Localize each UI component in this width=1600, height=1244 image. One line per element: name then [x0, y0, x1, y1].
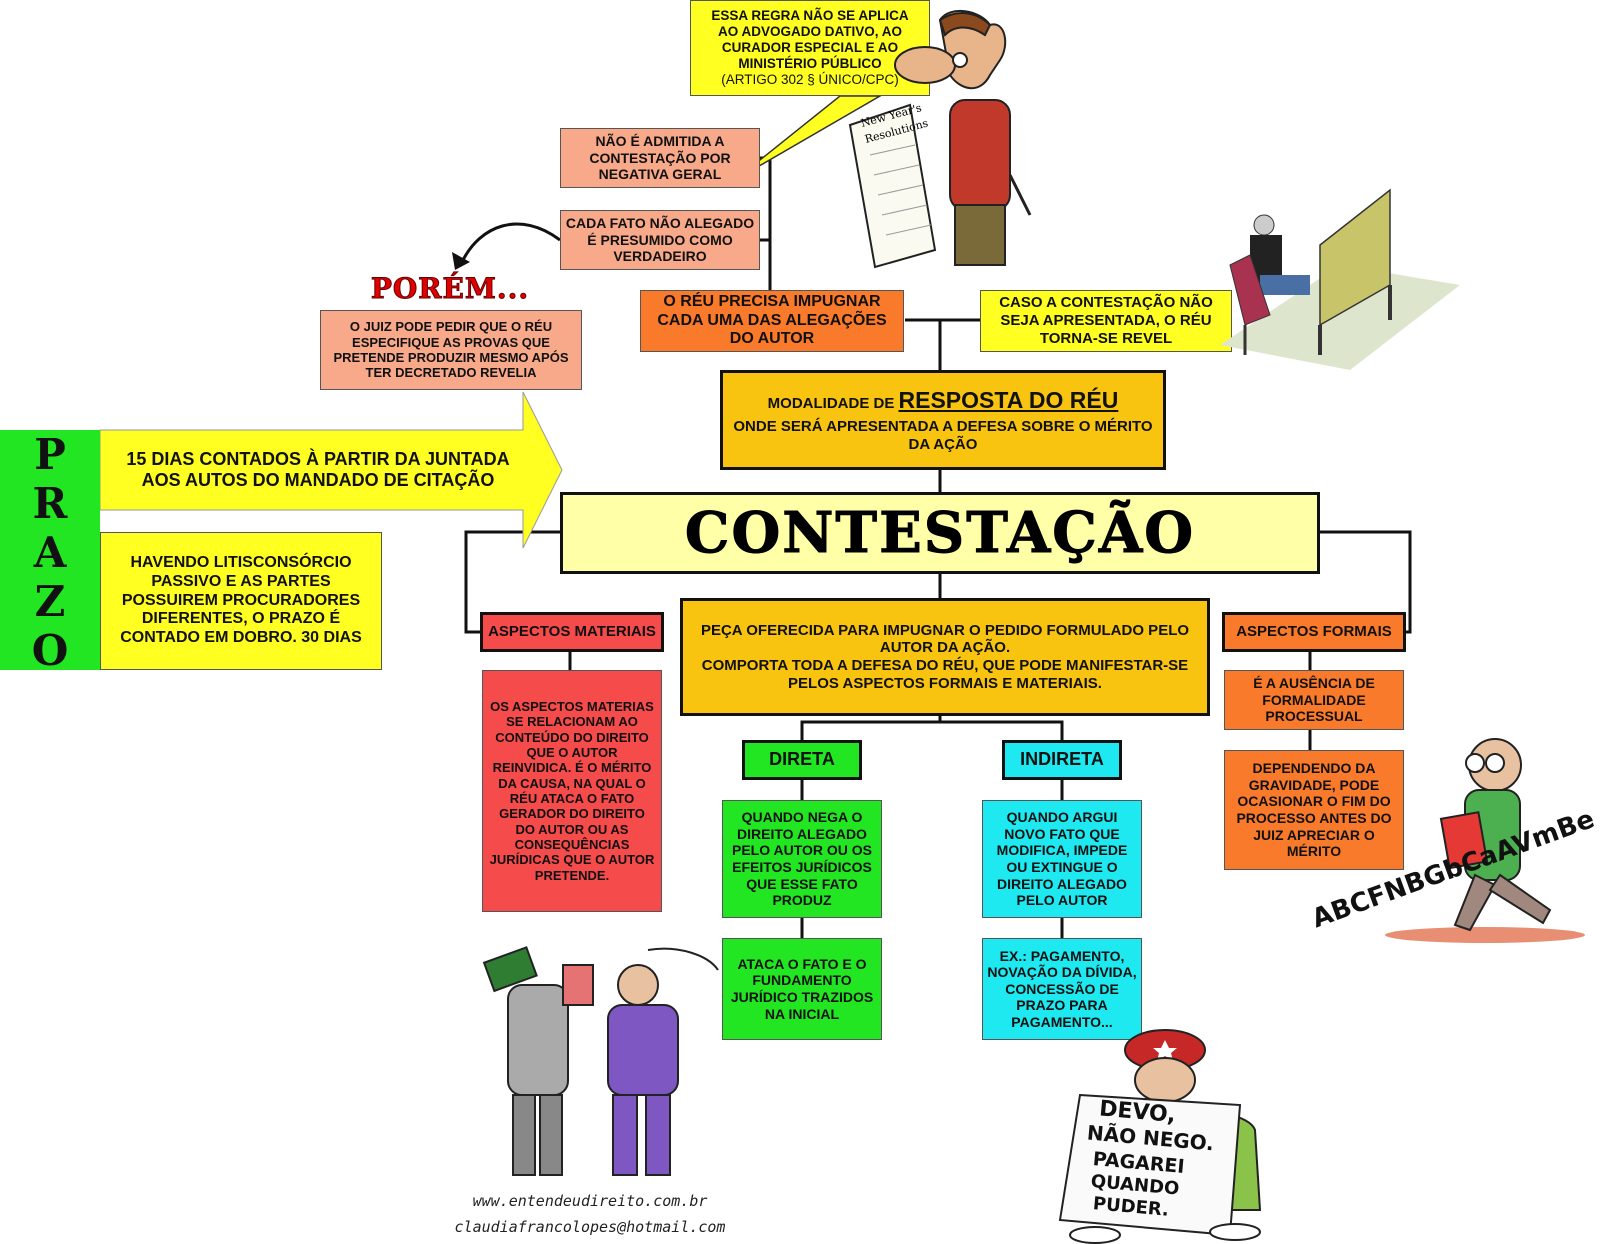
revel-box: CASO A CONTESTAÇÃO NÃO SEJA APRESENTADA,…: [980, 290, 1232, 352]
prazo-letter-o: O: [31, 626, 69, 675]
prazo-letter-p: P: [34, 430, 66, 479]
indireta-text-2: EX.: PAGAMENTO, NOVAÇÃO DA DÍVIDA, CONCE…: [982, 938, 1142, 1040]
walking-man-illustration: ABCFNBGbCaAVmBeAs: [1308, 738, 1595, 943]
prazo-letter-z: Z: [34, 577, 66, 626]
footer-website[interactable]: www.entendeudireito.com.br: [472, 1192, 708, 1210]
top-note-line-3: CURADOR ESPECIAL E AO: [721, 40, 899, 56]
direta-label: DIRETA: [742, 740, 862, 780]
modalidade-prefix: MODALIDADE DE: [767, 394, 895, 412]
prazo-letter-r: R: [32, 479, 68, 528]
prazo-arrow-text: 15 DIAS CONTADOS À PARTIR DA JUNTADA AOS…: [126, 448, 510, 490]
peca-box: PEÇA OFERECIDA PARA IMPUGNAR O PEDIDO FO…: [680, 598, 1210, 716]
modalidade-box: MODALIDADE DE RESPOSTA DO RÉU ONDE SERÁ …: [720, 370, 1166, 470]
top-note-line-2: AO ADVOGADO DATIVO, AO: [717, 24, 902, 40]
porem-box: O JUIZ PODE PEDIR QUE O RÉU ESPECIFIQUE …: [320, 310, 582, 390]
arguing-men-illustration: [482, 946, 719, 1176]
indireta-label: INDIRETA: [1002, 740, 1122, 780]
prazo-title: P R A Z O: [0, 430, 100, 675]
peca-line-1: PEÇA OFERECIDA PARA IMPUGNAR O PEDIDO FO…: [700, 621, 1190, 657]
negativa-geral-box: NÃO É ADMITIDA A CONTESTAÇÃO POR NEGATIV…: [560, 128, 760, 188]
top-note-citation: (ARTIGO 302 § ÚNICO/CPC): [721, 71, 899, 87]
fato-nao-alegado-box: CADA FATO NÃO ALEGADO É PRESUMIDO COMO V…: [560, 210, 760, 270]
falling-letters: ABCFNBGbCaAVmBeAs: [1308, 792, 1595, 934]
top-note-bubble: ESSA REGRA NÃO SE APLICA AO ADVOGADO DAT…: [690, 0, 930, 96]
modalidade-rest: ONDE SERÁ APRESENTADA A DEFESA SOBRE O M…: [733, 417, 1153, 453]
direta-text-1: QUANDO NEGA O DIREITO ALEGADO PELO AUTOR…: [722, 800, 882, 918]
impugnar-box: O RÉU PRECISA IMPUGNAR CADA UMA DAS ALEG…: [640, 290, 904, 352]
empty-chair-illustration: [1220, 188, 1460, 370]
top-note-line-1: ESSA REGRA NÃO SE APLICA: [711, 8, 909, 24]
main-title: CONTESTAÇÃO: [560, 492, 1320, 574]
porem-title: PORÉM...: [370, 272, 530, 306]
formais-text-2: DEPENDENDO DA GRAVIDADE, PODE OCASIONAR …: [1224, 750, 1404, 870]
formais-label: ASPECTOS FORMAIS: [1222, 612, 1406, 652]
litisconsorcio-box: HAVENDO LITISCONSÓRCIO PASSIVO E AS PART…: [100, 532, 382, 670]
peca-line-2: COMPORTA TODA A DEFESA DO RÉU, QUE PODE …: [701, 657, 1189, 692]
materiais-label: ASPECTOS MATERIAIS: [480, 612, 664, 652]
man-with-scroll-illustration: New Year's Resolutions: [848, 9, 1032, 269]
indireta-text-1: QUANDO ARGUI NOVO FATO QUE MODIFICA, IMP…: [982, 800, 1142, 918]
formais-text-1: É A AUSÊNCIA DE FORMALIDADE PROCESSUAL: [1224, 670, 1404, 730]
prazo-letter-a: A: [33, 528, 67, 577]
materiais-text: OS ASPECTOS MATERIAS SE RELACIONAM AO CO…: [482, 670, 662, 912]
debtor-sign-illustration: DEVO, NÃO NEGO. PAGAREI QUANDO PUDER.: [1058, 1029, 1262, 1244]
direta-text-2: ATACA O FATO E O FUNDAMENTO JURÍDICO TRA…: [722, 938, 882, 1040]
top-note-line-4: MINISTÉRIO PÚBLICO: [738, 55, 882, 71]
modalidade-highlight: RESPOSTA DO RÉU: [898, 386, 1119, 413]
footer-email[interactable]: claudiafrancolopes@hotmail.com: [454, 1218, 726, 1236]
